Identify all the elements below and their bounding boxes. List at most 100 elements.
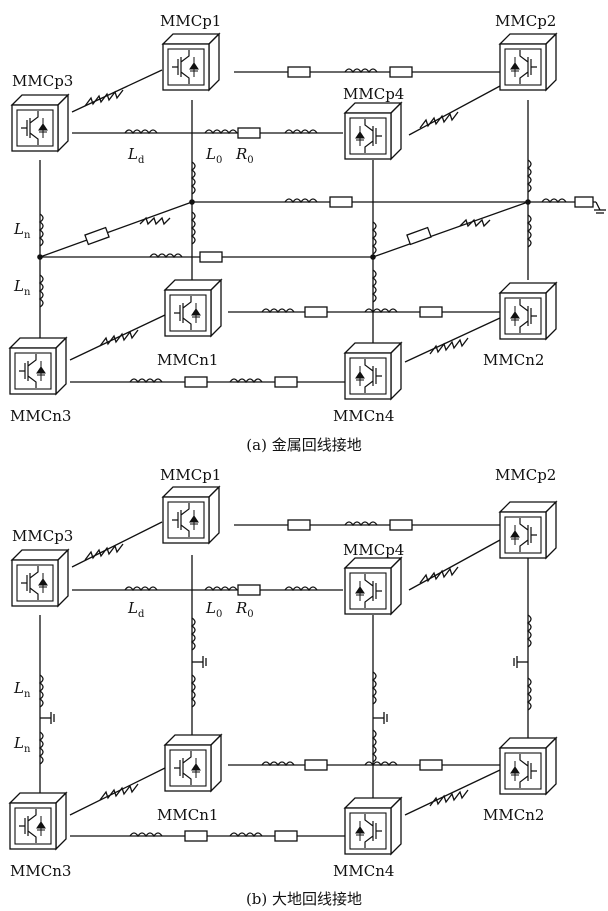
mmcp2-module: [498, 500, 558, 560]
node-label-n1: MMCn1: [157, 351, 218, 369]
inductor: [190, 211, 196, 245]
inductor: [190, 161, 196, 195]
inductor: [429, 789, 469, 807]
resistor: [199, 251, 223, 263]
igbt-icon: [172, 50, 199, 84]
symbol-Ln-bottom: Ln: [13, 734, 31, 755]
symbol-L0: L0: [205, 599, 222, 620]
symbol-Ld: Ld: [127, 599, 145, 620]
resistor: [574, 196, 594, 208]
igbt-icon: [174, 296, 201, 330]
node-label-n3: MMCn3: [10, 407, 71, 425]
symbol-R0: R0: [235, 599, 254, 620]
resistor-R0: [237, 584, 261, 596]
mmcp3-module: [10, 93, 70, 153]
igbt-icon: [510, 754, 537, 788]
inductor: [84, 89, 124, 107]
inductor-Ln: [38, 674, 44, 708]
resistor: [389, 519, 413, 531]
inductor: [284, 586, 318, 592]
resistor: [287, 519, 311, 531]
igbt-icon: [355, 359, 382, 393]
inductor: [526, 159, 532, 193]
mmcn4-module: [343, 341, 403, 401]
igbt-icon: [510, 518, 537, 552]
node-label-p1: MMCp1: [160, 12, 221, 30]
igbt-icon: [21, 566, 48, 600]
node-label-p4: MMCp4: [343, 85, 404, 103]
node-label-n3: MMCn3: [10, 862, 71, 880]
igbt-icon: [19, 354, 46, 388]
mmcp2-module: [498, 32, 558, 92]
resistor: [406, 226, 432, 246]
caption-b: (b) 大地回线接地: [246, 890, 362, 908]
igbt-icon: [510, 50, 537, 84]
diagram-b: [38, 519, 532, 842]
node-label-p4: MMCp4: [343, 541, 404, 559]
resistor: [419, 759, 443, 771]
inductor: [526, 214, 532, 248]
mmc-modules: [8, 32, 558, 856]
resistor: [84, 226, 110, 246]
node-label-n2: MMCn2: [483, 351, 544, 369]
node-label-p2: MMCp2: [495, 12, 556, 30]
resistor: [419, 306, 443, 318]
symbol-Ln-top: Ln: [13, 220, 31, 241]
inductor: [459, 218, 491, 228]
inductor: [190, 674, 196, 708]
symbol-Ld: Ld: [127, 145, 145, 166]
inductor: [371, 729, 377, 763]
inductor: [229, 378, 263, 384]
mmcp3-module: [10, 548, 70, 608]
inductor: [364, 761, 398, 767]
node-label-n4: MMCn4: [333, 407, 394, 425]
igbt-icon: [355, 119, 382, 153]
junction-dot: [189, 199, 195, 205]
igbt-icon: [355, 574, 382, 608]
inductor: [84, 543, 124, 561]
inductor: [190, 617, 196, 651]
inductor: [371, 269, 377, 303]
diagram-a: [37, 66, 606, 388]
igbt-icon: [174, 751, 201, 785]
igbt-icon: [19, 809, 46, 843]
igbt-icon: [21, 111, 48, 145]
node-label-p3: MMCp3: [12, 72, 73, 90]
resistor: [287, 66, 311, 78]
mmcn2-module: [498, 281, 558, 341]
node-label-n4: MMCn4: [333, 862, 394, 880]
inductor-L0: [204, 129, 238, 135]
resistor: [329, 196, 353, 208]
caption-a: (a) 金属回线接地: [246, 436, 361, 454]
inductor: [364, 308, 398, 314]
resistor: [304, 759, 328, 771]
inductor: [129, 832, 163, 838]
inductor: [284, 198, 318, 204]
symbol-Ln-top: Ln: [13, 679, 31, 700]
symbol-L0: L0: [205, 145, 222, 166]
igbt-icon: [355, 814, 382, 848]
inductor: [526, 677, 532, 711]
resistor-R0: [237, 127, 261, 139]
junction-dot: [370, 254, 376, 260]
node-label-p1: MMCp1: [160, 466, 221, 484]
inductor: [541, 198, 567, 204]
inductor: [371, 671, 377, 705]
symbol-R0: R0: [235, 145, 254, 166]
junction-dot: [525, 199, 531, 205]
inductor: [371, 221, 377, 255]
junction-dot: [37, 254, 43, 260]
mmcn4-module: [343, 796, 403, 856]
igbt-icon: [510, 299, 537, 333]
mmcn1-module: [163, 733, 223, 793]
mmcn3-module: [8, 791, 68, 851]
inductor: [419, 566, 459, 584]
inductor-Ld: [124, 586, 158, 592]
resistor: [389, 66, 413, 78]
inductor: [261, 308, 295, 314]
mmcn3-module: [8, 336, 68, 396]
igbt-icon: [172, 503, 199, 537]
node-label-n1: MMCn1: [157, 806, 218, 824]
resistor: [274, 376, 298, 388]
